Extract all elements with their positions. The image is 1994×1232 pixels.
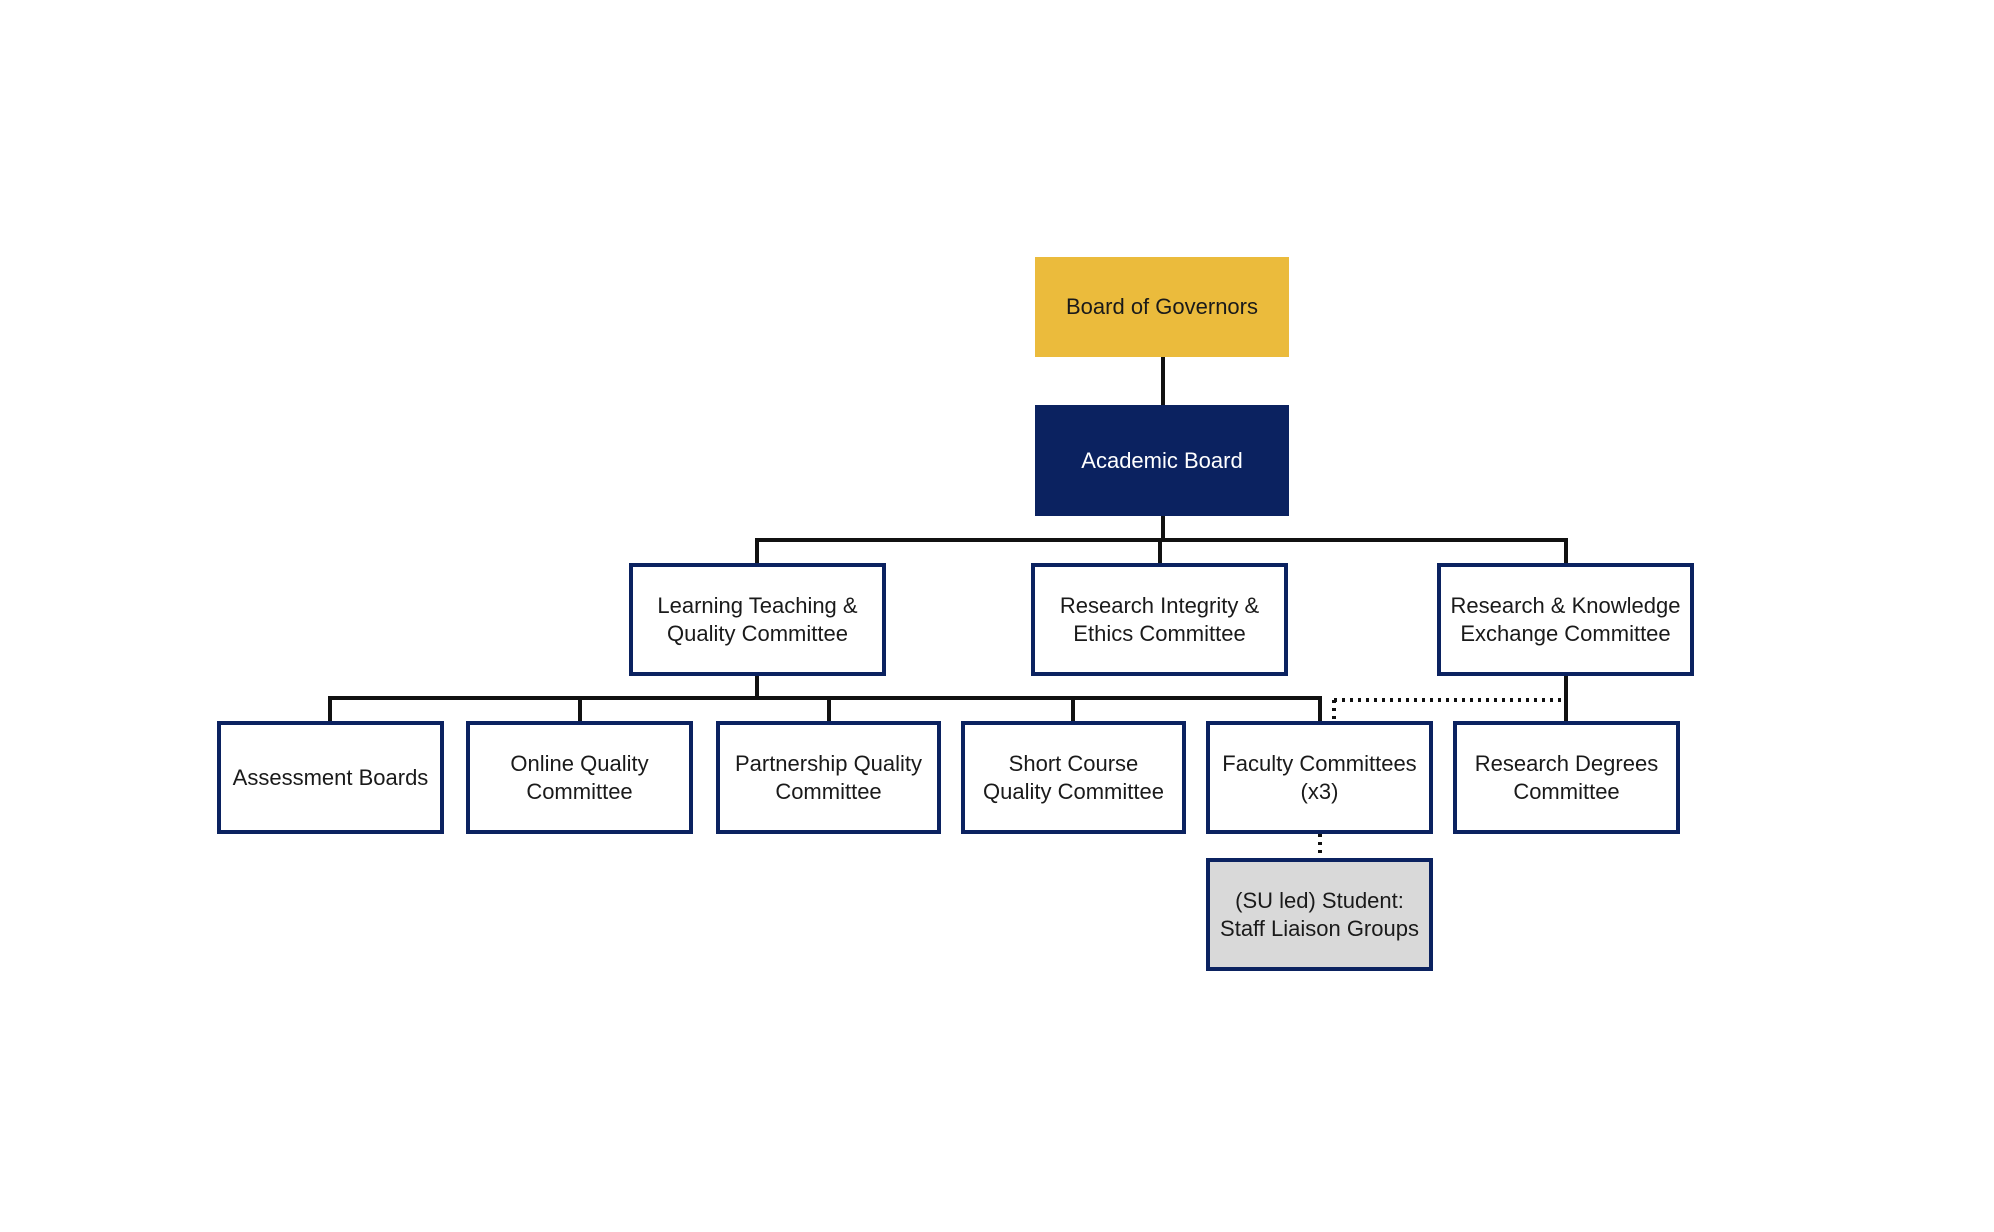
- research-degrees-committee-node: Research Degrees Committee: [1453, 721, 1680, 834]
- board-of-governors-node: Board of Governors: [1035, 257, 1289, 357]
- ltqc-node: Learning Teaching & Quality Committee: [629, 563, 886, 676]
- short-course-quality-committee-node: Short Course Quality Committee: [961, 721, 1186, 834]
- student-staff-liaison-groups-node: (SU led) Student: Staff Liaison Groups: [1206, 858, 1433, 971]
- partnership-quality-committee-node: Partnership Quality Committee: [716, 721, 941, 834]
- assessment-boards-node: Assessment Boards: [217, 721, 444, 834]
- faculty-committees-node: Faculty Committees (x3): [1206, 721, 1433, 834]
- riec-node: Research Integrity & Ethics Committee: [1031, 563, 1288, 676]
- online-quality-committee-node: Online Quality Committee: [466, 721, 693, 834]
- rkec-node: Research & Knowledge Exchange Committee: [1437, 563, 1694, 676]
- academic-board-node: Academic Board: [1035, 405, 1289, 516]
